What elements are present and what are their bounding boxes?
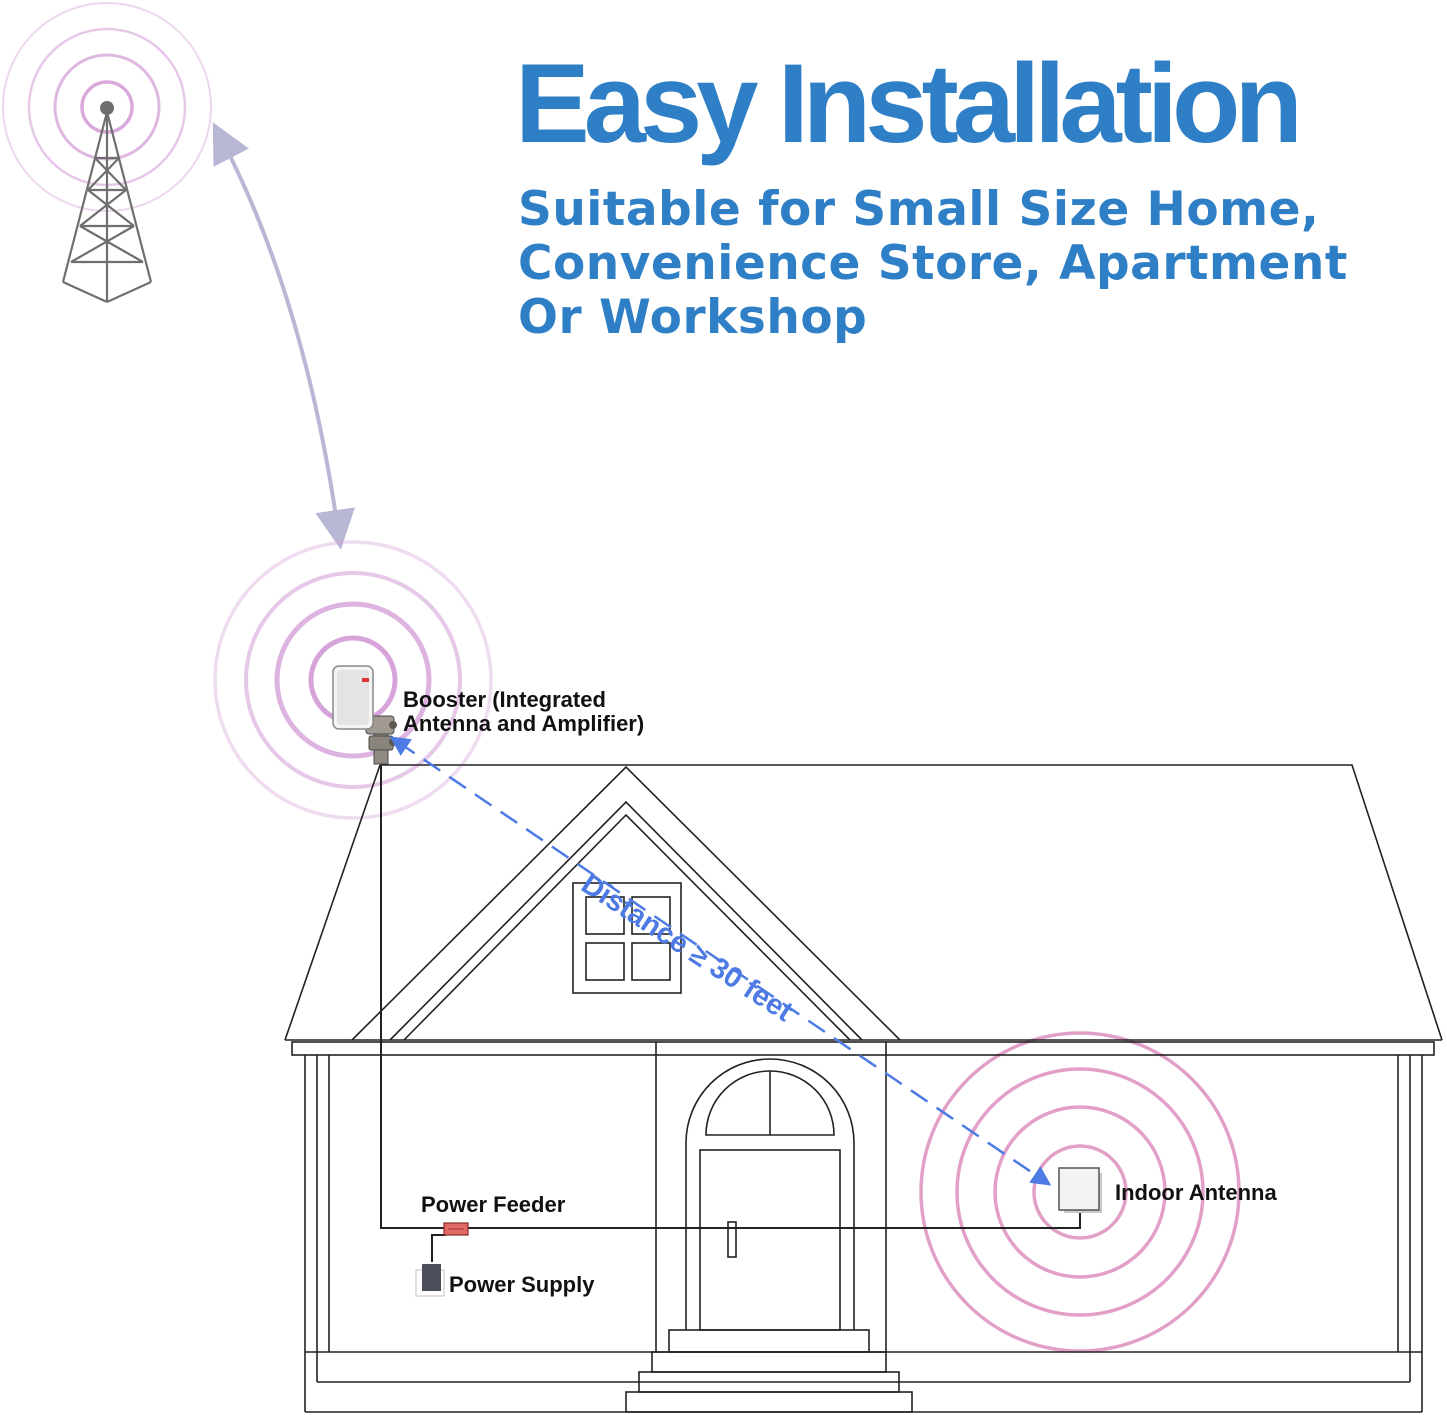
power-supply-icon xyxy=(415,1264,445,1297)
indoor-antenna-icon xyxy=(1058,1167,1102,1213)
cell-tower-icon xyxy=(61,101,153,304)
booster-label-line-1: Booster (Integrated xyxy=(403,687,606,712)
house-outline xyxy=(284,764,1443,1413)
indoor-signal-rings xyxy=(919,1031,1241,1353)
outdoor-booster-icon xyxy=(332,665,397,765)
feeder-cable xyxy=(380,760,1081,1262)
page-title: Easy Installation xyxy=(515,41,1303,166)
power-feeder-label: Power Feeder xyxy=(421,1192,566,1217)
booster-signal-rings xyxy=(213,540,493,820)
distance-arrow xyxy=(389,736,1052,1186)
power-feeder-icon xyxy=(443,1222,469,1236)
booster-label-line-2: Antenna and Amplifier) xyxy=(403,711,645,736)
signal-link-arrow xyxy=(212,122,355,550)
indoor-antenna-label: Indoor Antenna xyxy=(1115,1180,1277,1205)
power-supply-label: Power Supply xyxy=(449,1272,595,1297)
subtitle-line-3: Or Workshop xyxy=(518,290,868,345)
subtitle-line-1: Suitable for Small Size Home, xyxy=(518,182,1320,237)
subtitle-line-2: Convenience Store, Apartment xyxy=(518,236,1348,291)
